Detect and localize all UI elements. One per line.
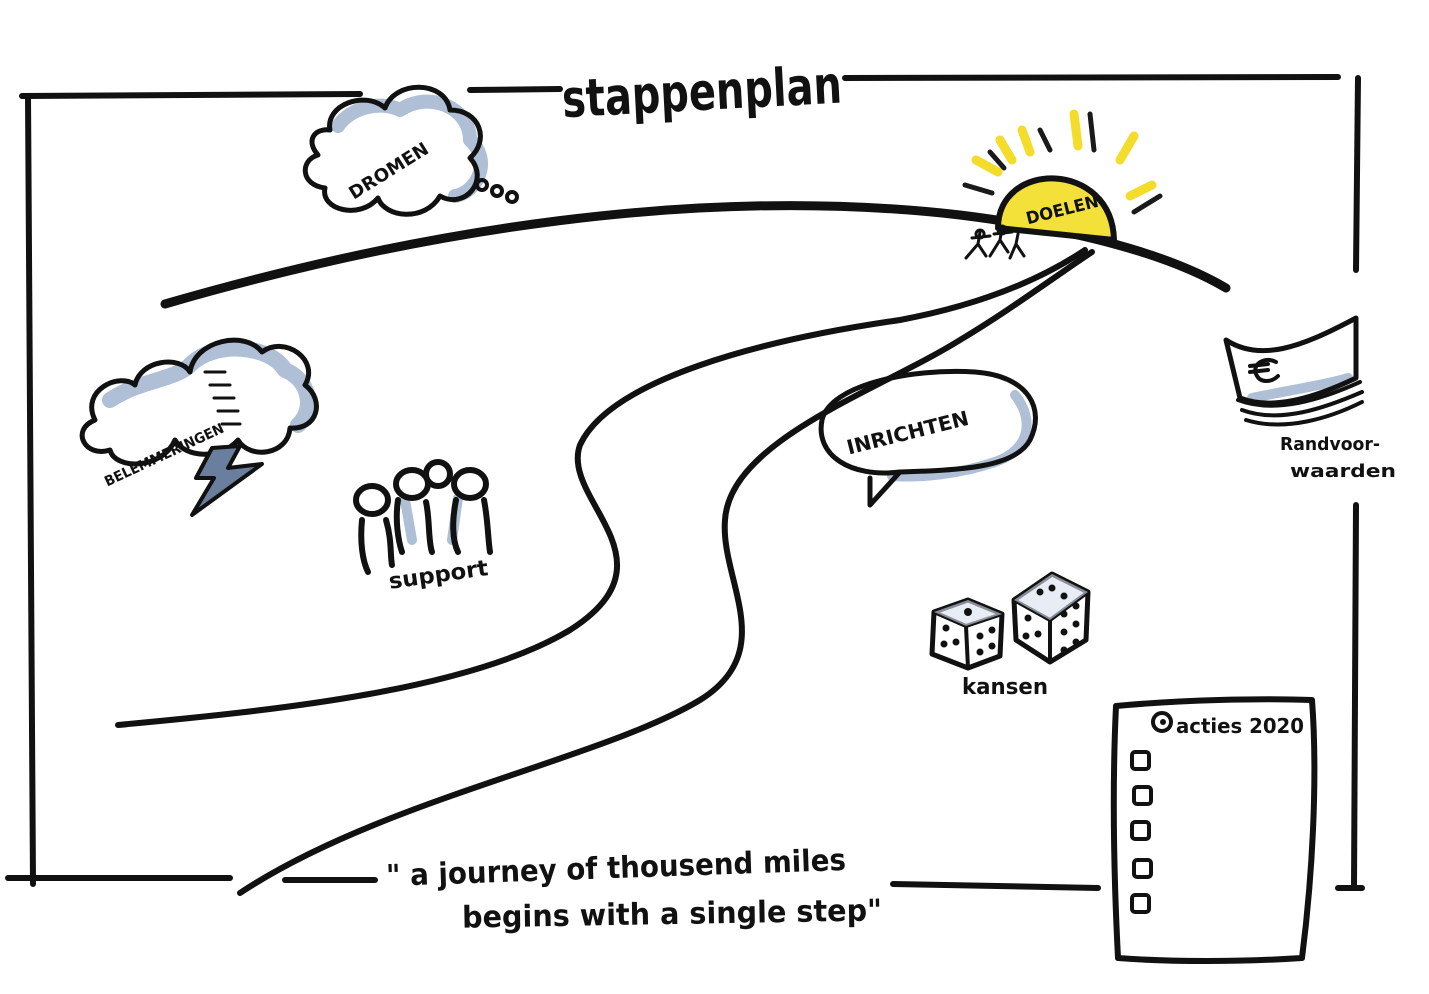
banknote-icon [1223, 315, 1364, 427]
checkbox-2 [1132, 785, 1153, 806]
chances-label: kansen [962, 675, 1048, 700]
checkbox-list [1130, 750, 1153, 914]
quote-line-1: " a journey of thousend miles [386, 843, 847, 894]
frame [5, 74, 1365, 891]
conditions-label-line2: waarden [1290, 461, 1396, 482]
page-title: stappenplan [561, 56, 844, 131]
people-icon [964, 224, 1026, 260]
dreams-label: DROMEN [345, 139, 432, 205]
storm-cloud-icon [79, 337, 319, 467]
sun-icon [962, 109, 1163, 243]
quote-line-2: begins with a single step" [462, 893, 883, 935]
road [115, 247, 1095, 896]
checkbox-5 [1130, 893, 1151, 914]
dice-icon [929, 571, 1091, 671]
checkbox-3 [1130, 820, 1151, 841]
checklist-icon [1110, 696, 1318, 964]
thought-cloud-icon [302, 84, 519, 217]
actions-title: acties 2020 [1176, 714, 1304, 738]
support-label: support [387, 556, 490, 595]
lightning-icon [190, 444, 264, 517]
speech-bubble-icon [818, 368, 1038, 508]
checkbox-4 [1132, 858, 1153, 879]
setup-label: INRICHTEN [844, 406, 971, 460]
conditions-label-line1: Randvoor- [1280, 434, 1380, 455]
horizon-hill [160, 201, 1231, 309]
checkbox-1 [1130, 750, 1151, 771]
group-icon [353, 459, 493, 575]
